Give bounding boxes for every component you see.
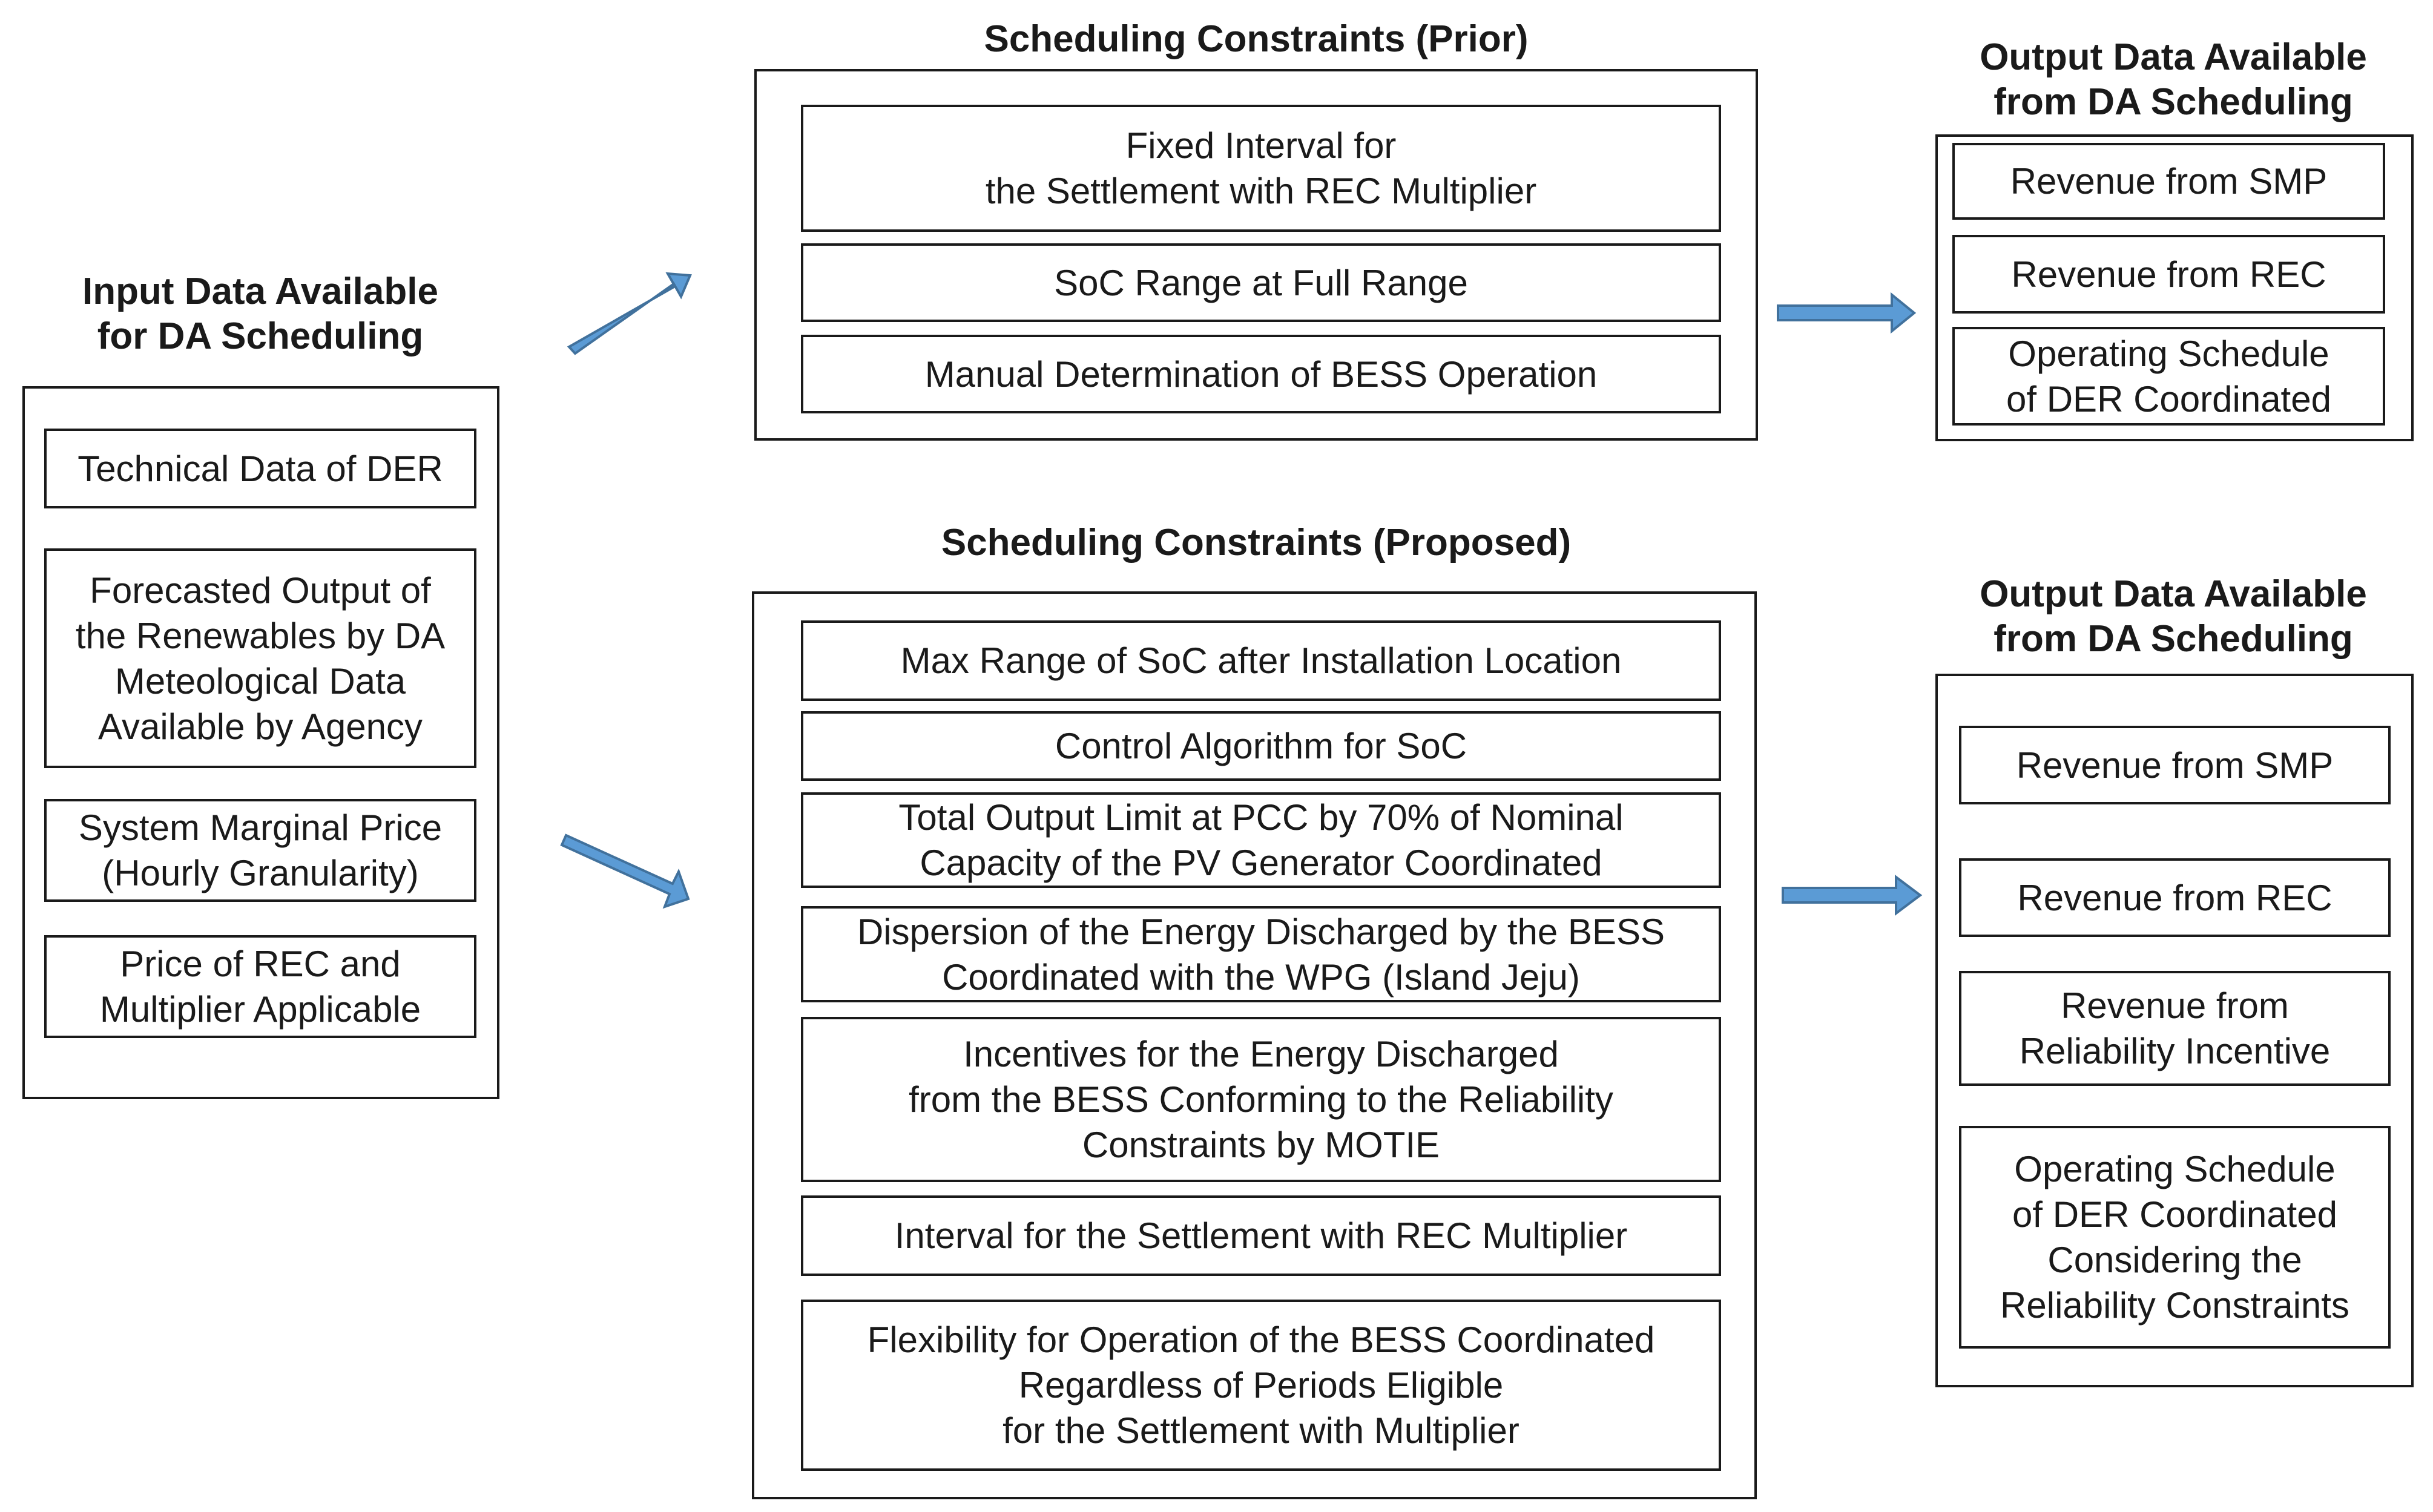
proposed-flexibility: Flexibility for Operation of the BESS Co… [801, 1300, 1721, 1471]
proposed-output-limit: Total Output Limit at PCC by 70% of Nomi… [801, 792, 1721, 888]
output-proposed-reliability-revenue: Revenue from Reliability Incentive [1959, 971, 2391, 1086]
arrow-input-to-proposed [560, 833, 690, 909]
prior-title: Scheduling Constraints (Prior) [984, 18, 1529, 60]
input-rec-price: Price of REC and Multiplier Applicable [44, 935, 476, 1038]
input-title: Input Data Available for DA Scheduling [82, 271, 438, 357]
input-technical-data: Technical Data of DER [44, 429, 476, 508]
arrow-input-to-prior [567, 272, 692, 355]
prior-fixed-interval: Fixed Interval for the Settlement with R… [801, 105, 1721, 232]
output-proposed-smp-revenue: Revenue from SMP [1959, 726, 2391, 804]
prior-manual-determination: Manual Determination of BESS Operation [801, 335, 1721, 413]
output-proposed-operating-schedule: Operating Schedule of DER Coordinated Co… [1959, 1126, 2391, 1349]
proposed-soc-control-algorithm: Control Algorithm for SoC [801, 711, 1721, 781]
output-prior-operating-schedule: Operating Schedule of DER Coordinated [1952, 327, 2385, 426]
output-proposed-rec-revenue: Revenue from REC [1959, 858, 2391, 937]
prior-soc-range: SoC Range at Full Range [801, 243, 1721, 322]
output-prior-rec-revenue: Revenue from REC [1952, 235, 2385, 314]
proposed-settlement-interval: Interval for the Settlement with REC Mul… [801, 1195, 1721, 1276]
proposed-dispersion: Dispersion of the Energy Discharged by t… [801, 906, 1721, 1002]
arrow-prior-to-output [1777, 292, 1917, 334]
proposed-incentives: Incentives for the Energy Discharged fro… [801, 1017, 1721, 1182]
input-forecasted-output: Forecasted Output of the Renewables by D… [44, 548, 476, 768]
input-system-marginal-price: System Marginal Price (Hourly Granularit… [44, 799, 476, 902]
output-prior-smp-revenue: Revenue from SMP [1952, 143, 2385, 220]
output-proposed-title: Output Data Available from DA Scheduling [1980, 573, 2367, 660]
proposed-title: Scheduling Constraints (Proposed) [941, 522, 1572, 564]
arrow-proposed-to-output [1782, 875, 1923, 916]
proposed-max-soc-range: Max Range of SoC after Installation Loca… [801, 620, 1721, 701]
output-prior-title: Output Data Available from DA Scheduling [1980, 36, 2367, 123]
